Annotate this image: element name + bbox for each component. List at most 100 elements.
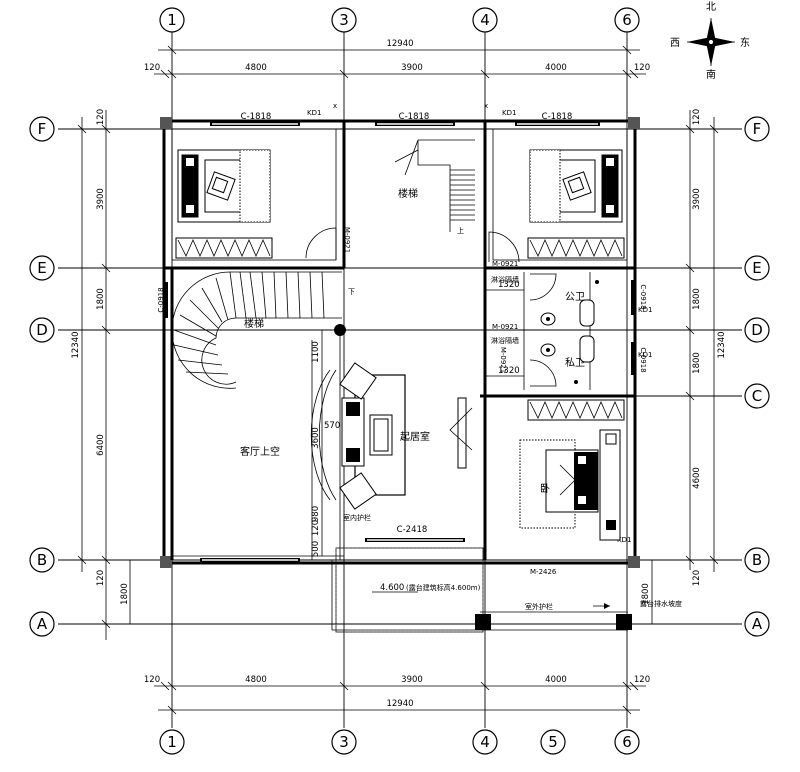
dim-bottom-a: 4800 — [245, 675, 267, 685]
axis-label-bottom-6: 6 — [622, 733, 632, 751]
stair-label-upper: 楼梯 — [398, 187, 418, 200]
dim-top-total: 12940 — [386, 39, 413, 49]
axis-label-top-6: 6 — [622, 11, 632, 29]
room-label-private-bath: 私卫 — [565, 357, 585, 369]
dim-top-b: 3900 — [401, 63, 423, 73]
compass-south: 南 — [706, 68, 716, 81]
room-label-living-void: 客厅上空 — [240, 445, 280, 458]
window-label-c1818-c: C-1818 — [542, 112, 573, 122]
dim-void-570: 570 — [324, 421, 340, 431]
axis-label-right-F: F — [753, 120, 762, 138]
window-x-b: x — [484, 102, 488, 110]
compass-east: 东 — [740, 36, 750, 49]
stair-upper: 楼梯 上 — [394, 139, 475, 235]
terrace-notes: 4.600 (露台建筑标高4.600m) 室外护栏 露台排水坡度 — [372, 583, 682, 611]
window-label-c2418: C-2418 — [397, 525, 428, 535]
axis-label-top-1: 1 — [167, 11, 177, 29]
axis-label-bottom-1: 1 — [167, 733, 177, 751]
dim-right-1800-a: 1800 — [641, 583, 651, 605]
window-label-c0918-left: C-0918 — [157, 287, 165, 312]
axis-bubbles: 1 3 4 6 1 3 4 5 6 F E D B A F E D C B A — [29, 7, 770, 755]
axis-label-right-D: D — [751, 321, 763, 339]
window-label-c1818-b: C-1818 — [399, 112, 430, 122]
bathrooms: 公卫 私卫 淋浴隔墙 淋浴隔墙 — [491, 275, 599, 384]
dim-right-1800-b: 1800 — [692, 352, 702, 374]
dim-top-edge-right: 120 — [634, 63, 650, 73]
dim-right-1800: 1800 — [692, 288, 702, 310]
dim-void-3600: 3600 — [311, 427, 321, 449]
axis-label-left-B: B — [37, 551, 47, 569]
door-label-m0921-d: M-0921 — [499, 347, 507, 373]
bottom-dimensions: 4800 3900 4000 120 120 12940 — [144, 675, 650, 715]
window-label-c0918-right-b: C-0918 — [639, 347, 647, 372]
axis-label-bottom-4: 4 — [480, 733, 490, 751]
stair-spiral: 楼梯 下 — [171, 271, 355, 389]
dim-void-120: 120 — [311, 520, 321, 536]
walls — [160, 117, 640, 633]
dim-void-500: 500 — [311, 541, 321, 557]
room-label-family-room: 起居室 — [400, 430, 430, 443]
room-label-public-bath: 公卫 — [565, 292, 585, 303]
dim-void-1100: 1100 — [311, 341, 321, 363]
axis-label-top-3: 3 — [339, 11, 349, 29]
dim-right-120-bottom: 120 — [692, 570, 702, 586]
compass-north: 北 — [706, 1, 716, 13]
dim-void-980: 980 — [311, 506, 321, 522]
windows: C-1818 C-1818 C-1818 KD1 KD1 x x C-0918 … — [157, 102, 652, 562]
dim-bottom-edge-left: 120 — [144, 675, 160, 685]
dim-1320-a: 1320 — [498, 280, 520, 290]
dim-left-6400: 6400 — [96, 434, 106, 456]
door-label-m0921-c: M-0921 — [492, 323, 518, 331]
axis-label-right-A: A — [752, 615, 763, 633]
doors: M-0921 M-0921 M-0921 M-0921 M-2426 1320 … — [305, 227, 557, 576]
bedroom-furniture-left — [175, 149, 273, 259]
axis-label-left-F: F — [38, 120, 47, 138]
stair-down-label: 下 — [348, 288, 355, 296]
dim-left-120-bottom: 120 — [96, 570, 106, 586]
window-label-kd1-b: KD1 — [502, 109, 516, 117]
top-dimensions: 12940 4800 3900 4000 120 120 — [144, 39, 650, 79]
door-label-m0921-a: M-0921 — [343, 227, 351, 253]
axis-label-right-E: E — [752, 259, 761, 277]
axis-label-left-A: A — [37, 615, 48, 633]
window-label-kd1-a: KD1 — [307, 109, 321, 117]
note-rail-outdoor: 室外护栏 — [525, 602, 553, 611]
dim-right-total: 12340 — [717, 331, 727, 358]
axis-label-left-E: E — [37, 259, 46, 277]
dim-top-edge-left: 120 — [144, 63, 160, 73]
left-dimensions: 12340 120 3900 1800 6400 120 1800 — [71, 109, 131, 640]
dim-left-120-top: 120 — [96, 109, 106, 125]
dim-bottom-c: 4000 — [545, 675, 567, 685]
axis-label-top-4: 4 — [480, 11, 490, 29]
note-shower-a: 淋浴隔墙 — [491, 275, 519, 284]
window-label-kd1-c: KD1 — [638, 306, 652, 314]
window-x-a: x — [333, 102, 337, 110]
window-label-c1818-a: C-1818 — [241, 112, 272, 122]
dim-bottom-edge-right: 120 — [634, 675, 650, 685]
void-dimensions: 1100 3600 980 120 500 570 室内护栏 — [311, 330, 371, 557]
terrace-elevation: 4.600 — [380, 583, 404, 593]
window-label-c0918-right-a: C-0918 — [639, 284, 647, 309]
bedroom-furniture-right — [527, 149, 625, 259]
axis-label-bottom-3: 3 — [339, 733, 349, 751]
dim-top-a: 4800 — [245, 63, 267, 73]
stair-label-spiral: 楼梯 — [244, 317, 264, 330]
dim-top-c: 4000 — [545, 63, 567, 73]
note-shower-b: 淋浴隔墙 — [491, 336, 519, 345]
compass-icon: 北 东 西 南 — [670, 1, 750, 81]
dim-right-4600: 4600 — [692, 467, 702, 489]
dim-left-3900: 3900 — [96, 188, 106, 210]
right-dimensions: 120 3900 1800 1800 4600 120 12340 1800 — [641, 109, 727, 624]
axis-label-right-C: C — [752, 387, 762, 405]
dim-left-1800: 1800 — [96, 288, 106, 310]
bedroom-furniture-bottom: 卧 — [519, 399, 625, 541]
door-label-m0921-b: M-0921 — [492, 260, 518, 268]
note-rail: 室内护栏 — [343, 513, 371, 522]
stair-up-label: 上 — [457, 226, 464, 235]
note-slope: 露台排水坡度 — [640, 599, 682, 608]
terrace-elevation-sub: (露台建筑标高4.600m) — [406, 583, 481, 592]
compass-west: 西 — [670, 38, 680, 49]
door-label-m2426: M-2426 — [530, 568, 557, 576]
